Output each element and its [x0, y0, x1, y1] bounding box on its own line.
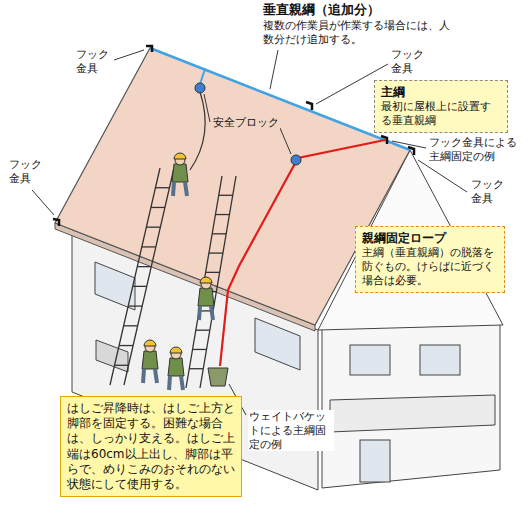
front-wall [255, 318, 300, 370]
leader-line [204, 94, 210, 122]
leader-line [392, 141, 426, 148]
ladder-rung [146, 227, 160, 228]
right-wall [322, 320, 500, 488]
example-label: ウェイトバケットによる主綱固定の例 [248, 410, 334, 451]
worker-figure [142, 340, 158, 383]
weight-bucket [208, 368, 228, 386]
ladder-rung [219, 195, 233, 196]
part-label: フック金具 [8, 158, 46, 186]
right-wall [330, 395, 495, 432]
worker-legs [169, 376, 183, 390]
part-label: 安全ブロック [212, 116, 280, 130]
example-label: フック金具による主綱固定の例 [428, 136, 524, 164]
ladder [110, 168, 236, 388]
right-wall [322, 320, 500, 488]
weight-bucket [208, 368, 228, 386]
hook-fitting [408, 147, 414, 155]
right-wall [360, 440, 390, 482]
leader-line [418, 160, 467, 192]
ladder-rung [155, 187, 169, 188]
right-wall [350, 345, 390, 375]
box-heading: 主綱 [381, 85, 501, 100]
ladder-rung [128, 305, 142, 306]
ladder-rung [124, 325, 138, 326]
heading-label: 垂直親綱（追加分） [262, 2, 381, 18]
main-rope [291, 155, 301, 165]
worker-figure [142, 153, 214, 390]
worker-body [142, 351, 158, 369]
leader-line [114, 50, 144, 60]
hook-fitting [53, 219, 59, 226]
worker-figure [198, 277, 214, 320]
front-wall [96, 340, 128, 372]
ladder-rung [137, 266, 151, 267]
hook-fitting [306, 102, 312, 110]
ladder-rung [212, 233, 226, 234]
worker-legs [143, 369, 157, 383]
leader-line [280, 128, 291, 154]
part-label: フック金具 [470, 178, 508, 206]
hook-fitting [146, 46, 152, 52]
ladder [124, 168, 174, 385]
leader-line [32, 190, 54, 215]
worker-legs [173, 182, 187, 196]
part-label: フック金具 [75, 48, 113, 76]
worker-helmet [174, 153, 186, 159]
ladder-rung [151, 207, 165, 208]
ladder-rung [115, 365, 129, 366]
vertical-lifeline [195, 83, 205, 93]
worker-body [168, 358, 184, 376]
worker-body [198, 288, 214, 306]
ladder-rung [189, 368, 203, 369]
callout-box: 親綱固定ロープ主綱（垂直親綱）の脱落を防ぐもの。けらばに近づく場合は必要。 [355, 226, 505, 293]
ladder [186, 176, 222, 388]
callout-box: 主綱最初に屋根上に設置する垂直親綱 [374, 80, 508, 133]
ladder-rung [193, 349, 207, 350]
vertical-lifeline [200, 69, 205, 84]
ladder [200, 176, 236, 388]
box-heading: 親綱固定ロープ [362, 231, 498, 246]
ladder-rung [206, 272, 220, 273]
lifeline-ridge [150, 48, 410, 150]
vertical-lifeline [190, 69, 205, 170]
worker-helmet [200, 277, 212, 283]
hook-fitting [53, 46, 414, 226]
part-label: フック金具 [390, 48, 428, 76]
callout-box: はしご昇降時は、はしご上方と脚部を固定する。困難な場合は、しっかり支える。はしご… [60, 396, 242, 497]
hook-fitting [381, 136, 387, 144]
ladder-rung [196, 330, 210, 331]
lifeline-ridge [150, 48, 410, 150]
ladder [110, 168, 160, 385]
worker-figure [172, 153, 188, 196]
ladder-rung [209, 252, 223, 253]
box-text: はしご昇降時は、はしご上方と脚部を固定する。困難な場合は、しっかり支える。はしご… [67, 401, 235, 492]
note-label: 複数の作業員が作業する場合には、人数分だけ追加する。 [262, 19, 456, 47]
worker-helmet [144, 340, 156, 346]
box-text: 最初に屋根上に設置する垂直親綱 [381, 100, 501, 128]
right-wall [420, 345, 460, 375]
ladder-rung [142, 246, 156, 247]
leader-line [270, 50, 278, 89]
vertical-lifeline [190, 92, 205, 170]
worker-figure [168, 347, 184, 390]
worker-helmet [170, 347, 182, 353]
ladder-rung [119, 345, 133, 346]
worker-legs [199, 306, 213, 320]
box-text: 主綱（垂直親綱）の脱落を防ぐもの。けらばに近づく場合は必要。 [362, 246, 498, 288]
ladder-rung [133, 286, 147, 287]
worker-body [172, 164, 188, 182]
ladder-rung [215, 214, 229, 215]
